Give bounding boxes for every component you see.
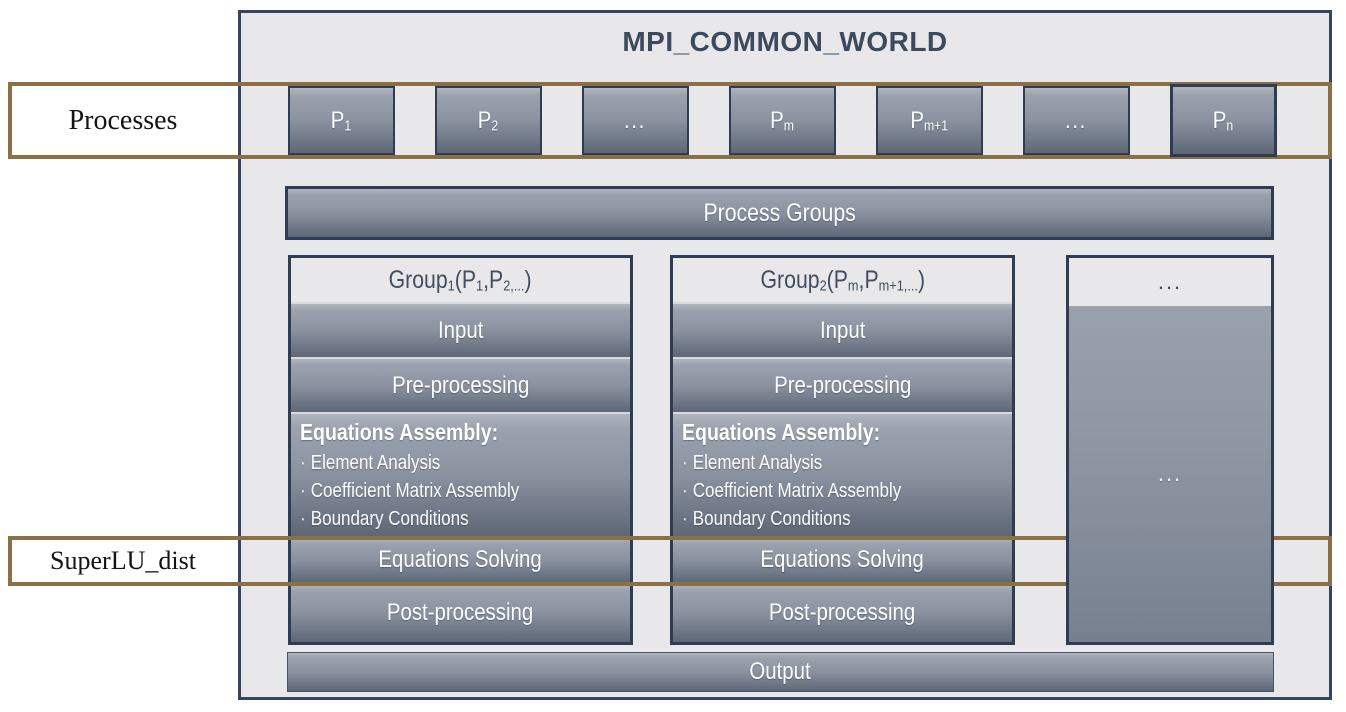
group1-equations-solving-stage: Equations Solving	[291, 538, 630, 582]
group2-equations-solving-stage: Equations Solving	[673, 538, 1012, 582]
assembly-title: Equations Assembly:	[300, 419, 499, 445]
superlu-side-label: SuperLU_dist	[12, 540, 234, 582]
group2-equations-assembly-stage: Equations Assembly: ·Element Analysis ·C…	[673, 414, 1012, 536]
process-box-p2: P2	[435, 86, 542, 155]
process-label: Pm	[770, 106, 795, 135]
process-box-ellipsis-2: ...	[1023, 86, 1130, 155]
process-box-ellipsis-1: ...	[582, 86, 689, 155]
ellipsis-group-header: ...	[1157, 269, 1183, 294]
process-box-pm1: Pm+1	[876, 86, 983, 155]
assembly-item: ·Element Analysis	[682, 452, 823, 474]
assembly-item: ·Coefficient Matrix Assembly	[682, 480, 902, 502]
group2-preprocessing-stage: Pre-processing	[673, 359, 1012, 412]
process-label: P1	[331, 106, 352, 135]
process-groups-bar: Process Groups	[285, 186, 1274, 240]
group2-column: Group2(Pm,Pm+1,...) Input Pre-processing…	[670, 255, 1015, 645]
diagram-title: MPI_COMMON_WORLD	[622, 26, 948, 57]
group1-postprocessing-stage: Post-processing	[291, 584, 630, 642]
assembly-item: ·Boundary Conditions	[682, 508, 851, 530]
process-label: Pn	[1213, 106, 1234, 135]
group1-header: Group1(P1,P2,...)	[291, 258, 630, 302]
group2-header-label: Group2(Pm,Pm+1,...)	[760, 265, 925, 295]
group2-header: Group2(Pm,Pm+1,...)	[673, 258, 1012, 302]
assembly-item: ·Boundary Conditions	[300, 508, 469, 530]
group1-column: Group1(P1,P2,...) Input Pre-processing E…	[288, 255, 633, 645]
group2-input-stage: Input	[673, 304, 1012, 357]
process-box-pn: Pn	[1170, 84, 1277, 157]
group2-postprocessing-stage: Post-processing	[673, 584, 1012, 642]
process-label: P2	[478, 106, 499, 135]
processes-side-label: Processes	[12, 86, 234, 155]
assembly-title: Equations Assembly:	[682, 419, 881, 445]
ellipsis-label: ...	[624, 106, 647, 134]
ellipsis-group-column: ... ...	[1066, 255, 1274, 645]
assembly-item: ·Element Analysis	[300, 452, 441, 474]
process-row: P1 P2 ... Pm Pm+1 ... Pn	[288, 84, 1277, 159]
output-label: Output	[749, 658, 812, 685]
ellipsis-label: ...	[1065, 106, 1088, 134]
process-groups-label: Process Groups	[703, 198, 856, 227]
group1-input-stage: Input	[291, 304, 630, 357]
group1-preprocessing-stage: Pre-processing	[291, 359, 630, 412]
group1-equations-assembly-stage: Equations Assembly: ·Element Analysis ·C…	[291, 414, 630, 536]
process-box-pm: Pm	[729, 86, 836, 155]
assembly-item: ·Coefficient Matrix Assembly	[300, 480, 520, 502]
process-box-p1: P1	[288, 86, 395, 155]
ellipsis-group-body: ...	[1069, 306, 1271, 642]
output-bar: Output	[287, 652, 1274, 692]
process-label: Pm+1	[910, 106, 949, 135]
group1-header-label: Group1(P1,P2,...)	[389, 265, 532, 295]
